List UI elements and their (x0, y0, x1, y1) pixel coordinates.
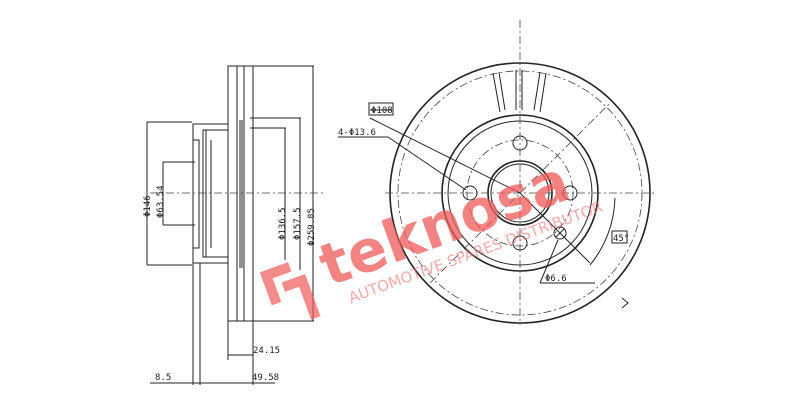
teknosa-logo-icon (259, 262, 321, 320)
label-bolt-holes: 4-Φ13.6 (338, 128, 376, 138)
inner-friction-plate (227, 65, 238, 322)
dim-w8-5: 8.5 (155, 373, 171, 383)
dim-d63-54: Φ63.54 (156, 185, 166, 218)
dim-d259-85: Φ259.85 (307, 208, 317, 246)
dim-d157-5: Φ157.5 (293, 207, 303, 240)
dim-d146: Φ146 (143, 195, 153, 217)
outer-friction-plate (243, 65, 254, 322)
label-pcd: Φ108 (371, 106, 393, 116)
label-small-hole: Φ6.6 (545, 274, 567, 284)
hat-section (192, 123, 229, 264)
front-view: Φ108 4-Φ13.6 Φ6.6 45° (338, 20, 655, 325)
dim-w49-58: 49.58 (252, 373, 279, 383)
small-hole (553, 226, 567, 240)
side-view: Φ146 Φ63.54 Φ136.5 Φ157.5 Φ259.85 24.15 … (143, 65, 325, 385)
dim-w24-15: 24.15 (253, 346, 280, 356)
label-angle: 45° (613, 234, 629, 244)
dim-d136-5: Φ136.5 (278, 207, 288, 240)
